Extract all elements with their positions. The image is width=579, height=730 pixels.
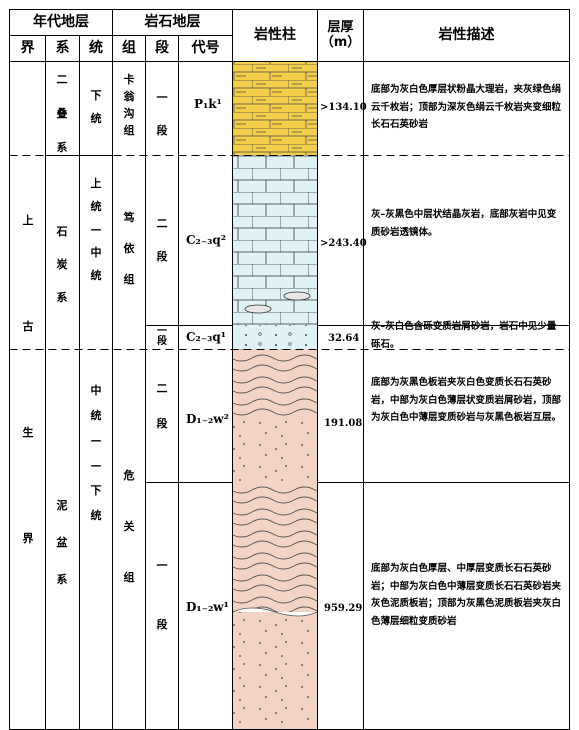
code-c23q1: C₂₋₃q¹ (186, 330, 227, 344)
header-thickness: 层厚 （m） (320, 19, 361, 50)
header-column: 岩性柱 (254, 27, 296, 44)
member-d12w2: 二段 (156, 382, 168, 430)
series-middle-lower: 中统——下统 (90, 384, 102, 522)
system-devonian: 泥盆系 (56, 499, 68, 586)
series-lower: 下统 (90, 89, 102, 125)
erathem-label: 上古生界 (22, 214, 34, 545)
member-p1k1: 一段 (156, 91, 168, 137)
group-duyi: 笃依组 (123, 211, 135, 286)
lithology-column (232, 62, 318, 730)
header-description: 岩性描述 (438, 27, 495, 44)
header-system: 系 (55, 40, 70, 57)
header-lithostrat: 岩石地层 (144, 14, 201, 31)
group-weiguan: 危关组 (123, 469, 135, 584)
description-p1k1: 底部为灰白色厚层状粉晶大理岩，夹灰绿色绢云千枚岩；顶部为深灰色绢云千枚岩夹变细粒… (371, 84, 562, 130)
code-p1k1: P₁k¹ (194, 97, 222, 111)
thickness-d12w1: 959.29 (324, 603, 363, 614)
thickness-c23q2: >243.40 (320, 238, 367, 249)
member-c23q2: 二段 (156, 217, 168, 263)
code-d12w1: D₁₋₂w¹ (186, 600, 229, 614)
thickness-d12w2: 191.08 (324, 418, 363, 429)
header-series: 统 (89, 40, 103, 57)
system-permian: 二叠系 (56, 73, 68, 154)
description-c23q2: 灰–灰黑色中层状结晶灰岩，底部灰岩中见变质砂岩透镜体。 (371, 209, 557, 238)
series-upper-middle: 上统—中统 (90, 177, 102, 282)
description-c23q1: 灰–灰白色含砾变质岩屑砂岩，岩石中见少量砾石。 (371, 321, 557, 350)
member-c23q1: 一段 (157, 326, 167, 347)
header-erathem: 界 (20, 40, 35, 57)
code-c23q2: C₂₋₃q² (186, 233, 227, 247)
thickness-p1k1: >134.10 (320, 102, 367, 113)
header-group: 组 (122, 40, 136, 57)
description-d12w2: 底部为灰黑色板岩夹灰白色变质长石石英砂岩，中部为灰白色薄层状变质岩屑砂岩，顶部为… (371, 377, 562, 423)
header-code: 代号 (191, 40, 220, 57)
member-d12w1: 一段 (156, 559, 168, 631)
header-member: 段 (155, 40, 169, 57)
group-kawenggou: 卡翁沟组 (123, 73, 135, 137)
description-d12w1: 底部为灰白色厚层、中厚层变质长石石英砂岩；中部为灰白色中薄层变质长石石英砂岩夹灰… (371, 563, 562, 627)
thickness-c23q1: 32.64 (328, 333, 360, 344)
code-d12w2: D₁₋₂w² (186, 412, 229, 426)
system-carboniferous: 石炭系 (56, 225, 68, 304)
header-chronostrat: 年代地层 (33, 14, 89, 31)
